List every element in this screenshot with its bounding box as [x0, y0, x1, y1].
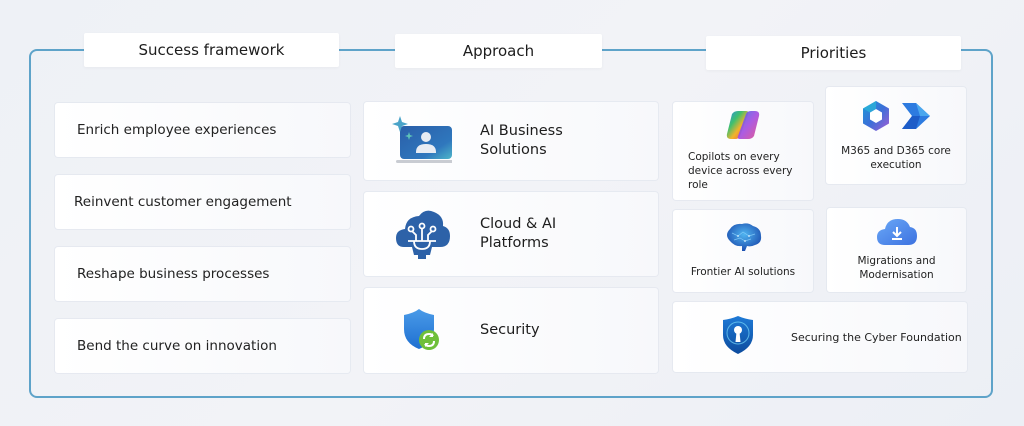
header-success-framework-label: Success framework — [138, 41, 285, 59]
priority-item-label: M365 and D365 core execution — [841, 144, 951, 171]
header-approach: Approach — [395, 34, 602, 68]
success-framework-item-label: Bend the curve on innovation — [77, 338, 277, 354]
approach-item-cloud-ai-platforms: Cloud & AI Platforms — [364, 192, 658, 276]
priority-item-migrations: Migrations and Modernisation — [827, 208, 966, 292]
approach-item-ai-business-solutions: AI Business Solutions — [364, 102, 658, 180]
priority-item-label: Securing the Cyber Foundation — [791, 330, 962, 344]
priority-item-m365-d365: M365 and D365 core execution — [826, 87, 966, 184]
header-priorities-label: Priorities — [800, 44, 867, 62]
header-success-framework: Success framework — [84, 33, 339, 67]
success-framework-item: Reinvent customer engagement — [55, 175, 350, 229]
success-framework-item: Bend the curve on innovation — [55, 319, 350, 373]
success-framework-item: Reshape business processes — [55, 247, 350, 301]
approach-item-label: AI Business Solutions — [480, 123, 563, 158]
priority-item-frontier-ai: Frontier AI solutions — [673, 210, 813, 292]
laptop-user-sparkle-icon — [392, 115, 452, 167]
priority-item-copilots: Copilots on every device across every ro… — [673, 102, 813, 200]
approach-item-security: Security — [364, 288, 658, 373]
brain-icon — [724, 223, 762, 257]
priority-item-label: Migrations and Modernisation — [857, 255, 936, 281]
shield-sync-icon — [392, 305, 452, 357]
success-framework-item: Enrich employee experiences — [55, 103, 350, 157]
priority-item-label: Frontier AI solutions — [690, 266, 796, 278]
priority-item-cyber-foundation: Securing the Cyber Foundation — [673, 302, 967, 372]
m365-d365-logos-icon — [860, 100, 932, 132]
cloud-gear-network-icon — [392, 208, 452, 260]
success-framework-item-label: Reinvent customer engagement — [74, 194, 292, 210]
approach-item-label: Cloud & AI Platforms — [480, 216, 557, 251]
cloud-download-icon — [876, 218, 918, 250]
shield-keyhole-icon — [721, 316, 755, 358]
header-approach-label: Approach — [462, 42, 535, 60]
success-framework-item-label: Enrich employee experiences — [77, 122, 277, 138]
header-priorities: Priorities — [706, 36, 961, 70]
approach-item-label: Security — [480, 322, 540, 338]
copilot-logo-icon — [726, 110, 760, 144]
success-framework-item-label: Reshape business processes — [77, 266, 270, 282]
priority-item-label: Copilots on every device across every ro… — [688, 151, 793, 191]
